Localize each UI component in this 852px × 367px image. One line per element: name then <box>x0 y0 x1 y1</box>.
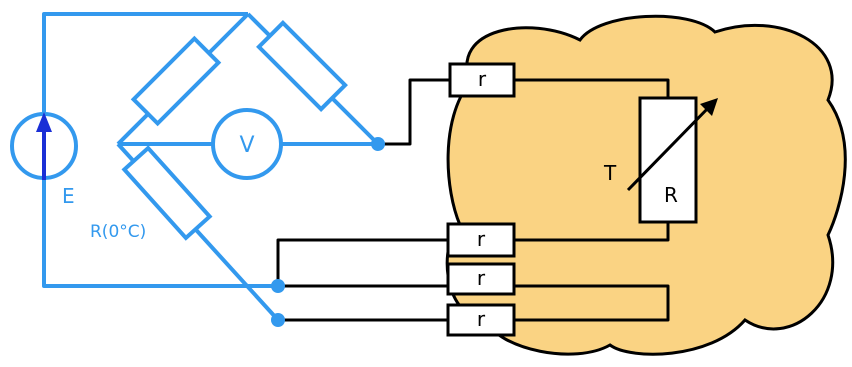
lead-resistor-3 <box>446 262 516 296</box>
junction-dot-lead-3 <box>271 279 285 293</box>
junction-dot-right <box>371 137 385 151</box>
junction-dot-lead-4 <box>271 313 285 327</box>
lead-resistor-2-label: r <box>477 227 486 251</box>
lead-resistor-1 <box>448 62 516 98</box>
source-arrow-head-icon <box>36 112 52 132</box>
lead-wire-2-sensor <box>514 222 670 242</box>
lead-wire-1-sensor <box>514 78 670 98</box>
bridge-resistor-top-right <box>256 20 348 112</box>
lead-resistor-3-label: r <box>477 266 486 290</box>
temperature-label: T <box>603 161 617 185</box>
supply-bottom-wire <box>42 178 278 288</box>
sensor-resistor-label: R <box>664 183 678 207</box>
voltmeter-label: V <box>239 133 254 158</box>
bridge-resistor-top-left <box>130 35 222 127</box>
lead-wire-3-4-loop <box>514 284 670 322</box>
lead-wiring <box>276 78 670 322</box>
lead-resistor-2 <box>446 222 516 258</box>
sensor-resistor <box>638 96 698 224</box>
lead-resistor-1-label: r <box>478 67 487 91</box>
lead-wire-1 <box>378 78 450 146</box>
voltmeter <box>211 108 283 180</box>
variable-arrow-head-icon <box>700 98 718 116</box>
lead-resistor-4 <box>446 303 516 337</box>
variable-arrow-line <box>626 102 714 192</box>
voltage-source-label: E <box>62 184 75 208</box>
reference-resistor-label: R(0°C) <box>90 222 146 242</box>
lead-resistor-4-label: r <box>477 307 486 331</box>
supply-top-wire <box>42 12 248 114</box>
bridge-resistor-reference <box>121 145 213 241</box>
lead-wire-2 <box>276 238 448 288</box>
